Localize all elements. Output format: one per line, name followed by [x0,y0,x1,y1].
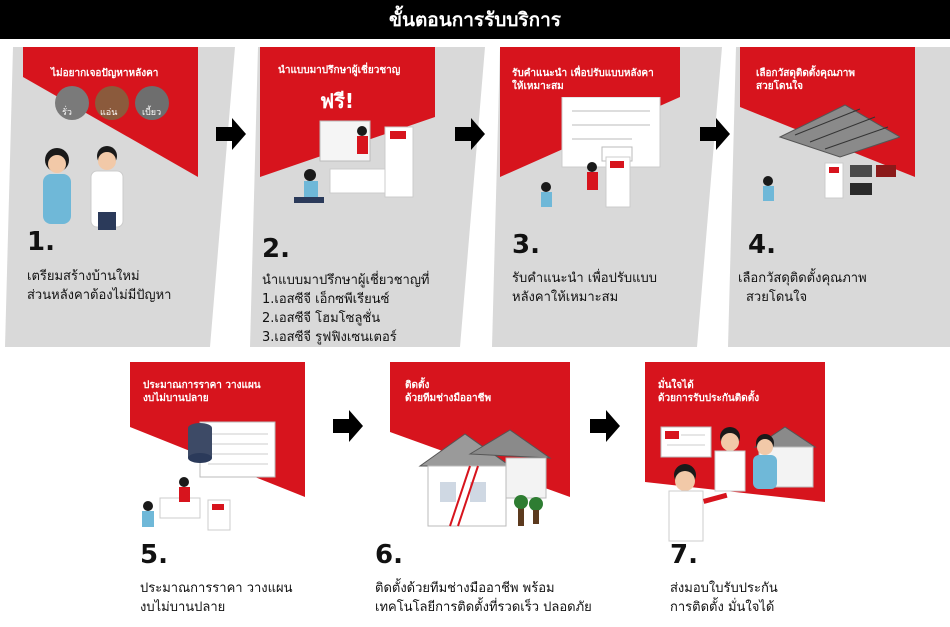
page-header: ขั้นตอนการรับบริการ [0,0,950,39]
step-7: มั่นใจได้ ด้วยการรับประกันติดตั้ง 7. ส่ง… [640,362,860,627]
step-number: 4. [748,230,776,260]
badge-sag: แอ่น [100,108,118,118]
warranty-illustration [660,426,817,542]
step-2: นำแบบมาปรึกษาผู้เชี่ยวชาญ ฟรี! 2. นำแบบม… [250,47,485,347]
badge-warp: เบี้ยว [142,108,162,118]
step-3: รับคำแนะนำ เพื่อปรับแบบหลังคา ให้เหมาะสม… [492,47,722,347]
card-red-panel [260,47,435,177]
step-description: ติดตั้งด้วยทีมช่างมืออาชีพ พร้อม เทคโนโล… [375,581,592,615]
card-title: นำแบบมาปรึกษาผู้เชี่ยวชาญ [278,65,401,76]
step-number: 1. [27,227,55,257]
budget-illustration [142,421,276,531]
blueprint-illustration [541,97,661,208]
step-description: นำแบบมาปรึกษาผู้เชี่ยวชาญที่ 1.เอสซีจี เ… [262,273,430,345]
step-number: 5. [140,540,168,570]
card-title: ไม่อยากเจอปัญหาหลังคา [51,68,159,79]
step-description: รับคำแนะนำ เพื่อปรับแบบ หลังคาให้เหมาะสม [512,271,657,305]
card-title: ประมาณการราคา วางแผน งบไม่บานปลาย [143,380,261,404]
page-title: ขั้นตอนการรับบริการ [388,8,561,31]
step-1: ไม่อยากเจอปัญหาหลังคา รั่ว แอ่น เบี้ยว 1… [5,47,235,347]
card-title: ติดตั้ง ด้วยทีมช่างมืออาชีพ [405,380,492,404]
card-title: รับคำแนะนำ เพื่อปรับแบบหลังคา ให้เหมาะสม [512,68,654,92]
roof-materials-illustration [763,104,900,201]
step-description: ส่งมอบใบรับประกัน การติดตั้ง มั่นใจได้ [670,581,778,615]
installation-illustration [418,423,552,527]
step-description: เลือกวัสดุติดตั้งคุณภาพ สวยโดนใจ [738,271,867,305]
step-description: ประมาณการราคา วางแผน งบไม่บานปลาย [140,581,293,615]
arrow-right-icon [216,118,246,150]
step-5: ประมาณการราคา วางแผน งบไม่บานปลาย 5. ประ… [125,362,325,627]
step-4: เลือกวัสดุติดตั้งคุณภาพ สวยโดนใจ 4. เลือ… [728,47,950,347]
arrow-right-icon [455,118,485,150]
card-subtitle: ฟรี! [320,89,355,113]
badge-leak: รั่ว [62,108,72,118]
step-number: 6. [375,540,403,570]
problem-badges: รั่ว แอ่น เบี้ยว [50,85,190,125]
step-number: 2. [262,234,290,264]
couple-illustration [43,146,124,230]
step-description: เตรียมสร้างบ้านใหม่ ส่วนหลังคาต้องไม่มีป… [27,269,172,303]
arrow-right-icon [700,118,730,150]
consultation-illustration [294,120,414,203]
card-title: เลือกวัสดุติดตั้งคุณภาพ สวยโดนใจ [756,68,855,92]
arrow-right-icon [590,410,620,442]
step-6: ติดตั้ง ด้วยทีมช่างมืออาชีพ 6. ติดตั้งด้… [375,362,640,627]
step-number: 3. [512,230,540,260]
arrow-right-icon [333,410,363,442]
step-number: 7. [670,540,698,570]
card-title: มั่นใจได้ ด้วยการรับประกันติดตั้ง [658,380,760,404]
